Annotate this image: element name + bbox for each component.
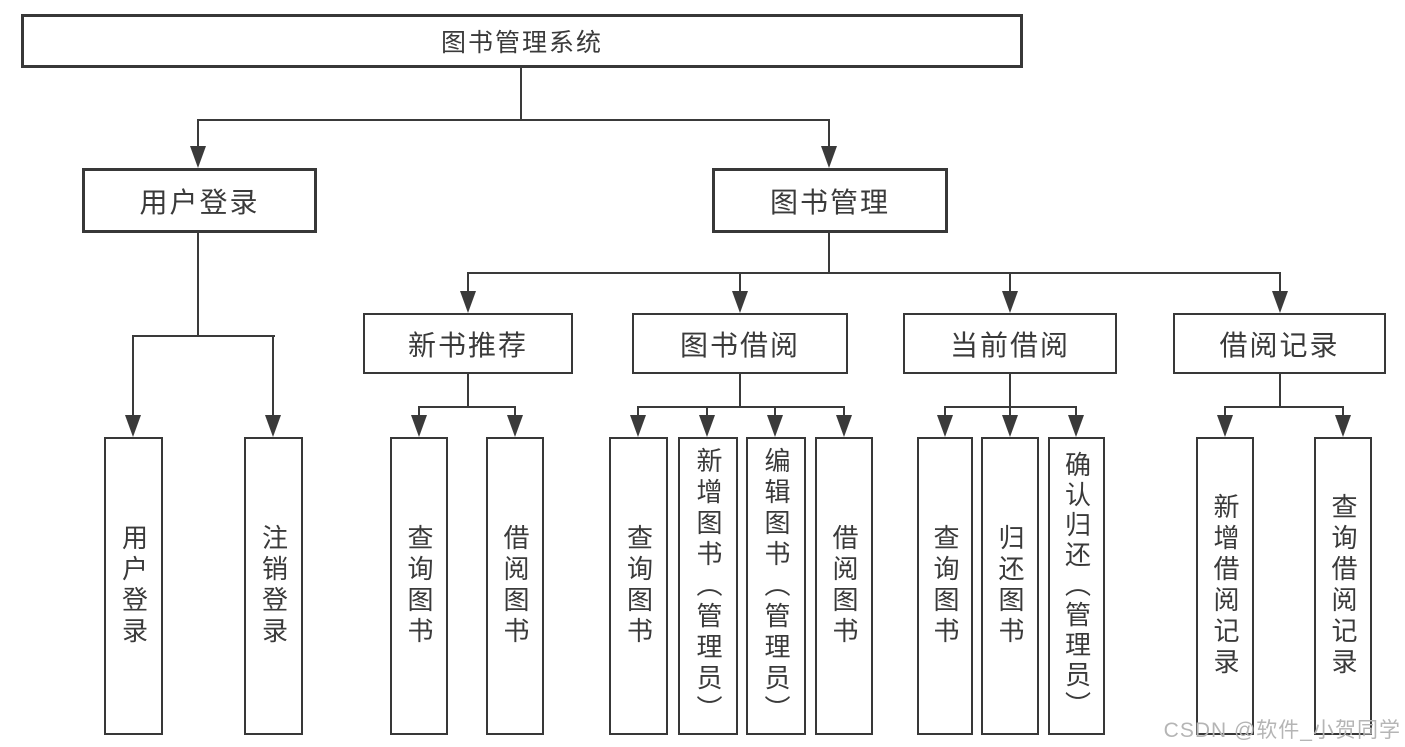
connector-line <box>739 372 741 408</box>
leaf-borrow-books-recommend: 借阅图书 <box>486 437 544 735</box>
arrowhead-icon <box>767 415 783 437</box>
arrowhead-icon <box>190 146 206 168</box>
connector-line <box>197 119 830 121</box>
arrowhead-icon <box>699 415 715 437</box>
leaf-borrow-books: 借阅图书 <box>815 437 873 735</box>
node-library-system: 图书管理系统 <box>21 14 1023 68</box>
arrowhead-icon <box>1217 415 1233 437</box>
node-current-borrow: 当前借阅 <box>903 313 1117 374</box>
connector-line <box>132 335 275 337</box>
connector-line <box>843 406 845 417</box>
arrowhead-icon <box>265 415 281 437</box>
leaf-user-login: 用户登录 <box>104 437 163 735</box>
connector-line <box>1075 406 1077 417</box>
leaf-return-books: 归还图书 <box>981 437 1039 735</box>
connector-line <box>467 272 1281 274</box>
arrowhead-icon <box>732 291 748 313</box>
arrowhead-icon <box>411 415 427 437</box>
connector-line <box>197 231 199 337</box>
node-borrow-records: 借阅记录 <box>1173 313 1386 374</box>
leaf-edit-books-admin: 编辑图书（管理员） <box>746 437 806 735</box>
arrowhead-icon <box>630 415 646 437</box>
leaf-add-borrow-record: 新增借阅记录 <box>1196 437 1254 735</box>
connector-line <box>467 272 469 293</box>
node-user-login: 用户登录 <box>82 168 317 233</box>
connector-line <box>1009 406 1011 417</box>
connector-line <box>1009 272 1011 293</box>
leaf-query-books-recommend: 查询图书 <box>390 437 448 735</box>
connector-line <box>1279 272 1281 293</box>
connector-line <box>514 406 516 417</box>
node-book-management: 图书管理 <box>712 168 948 233</box>
leaf-query-books-borrow: 查询图书 <box>609 437 668 735</box>
connector-line <box>1279 372 1281 408</box>
connector-line <box>1342 406 1344 417</box>
connector-line <box>272 335 274 417</box>
arrowhead-icon <box>1002 291 1018 313</box>
watermark: CSDN @软件_小贺同学 <box>1163 719 1401 742</box>
arrowhead-icon <box>1335 415 1351 437</box>
connector-line <box>774 406 776 417</box>
leaf-logout: 注销登录 <box>244 437 303 735</box>
connector-line <box>637 406 845 408</box>
connector-line <box>706 406 708 417</box>
node-new-book-recommend: 新书推荐 <box>363 313 573 374</box>
connector-line <box>197 119 199 148</box>
connector-line <box>828 231 830 274</box>
arrowhead-icon <box>937 415 953 437</box>
arrowhead-icon <box>1002 415 1018 437</box>
leaf-query-books-current: 查询图书 <box>917 437 973 735</box>
connector-line <box>467 372 469 408</box>
arrowhead-icon <box>1068 415 1084 437</box>
connector-line <box>418 406 420 417</box>
connector-line <box>828 119 830 148</box>
arrowhead-icon <box>125 415 141 437</box>
connector-line <box>520 67 522 121</box>
connector-line <box>132 335 134 417</box>
arrowhead-icon <box>507 415 523 437</box>
arrowhead-icon <box>460 291 476 313</box>
leaf-confirm-return-admin: 确认归还（管理员） <box>1048 437 1105 735</box>
connector-line <box>1009 372 1011 408</box>
leaf-query-borrow-record: 查询借阅记录 <box>1314 437 1372 735</box>
connector-line <box>1224 406 1226 417</box>
connector-line <box>1224 406 1344 408</box>
arrowhead-icon <box>821 146 837 168</box>
connector-line <box>944 406 946 417</box>
connector-line <box>739 272 741 293</box>
node-book-borrow: 图书借阅 <box>632 313 848 374</box>
leaf-add-books-admin: 新增图书（管理员） <box>678 437 738 735</box>
arrowhead-icon <box>1272 291 1288 313</box>
arrowhead-icon <box>836 415 852 437</box>
connector-line <box>418 406 516 408</box>
connector-line <box>637 406 639 417</box>
